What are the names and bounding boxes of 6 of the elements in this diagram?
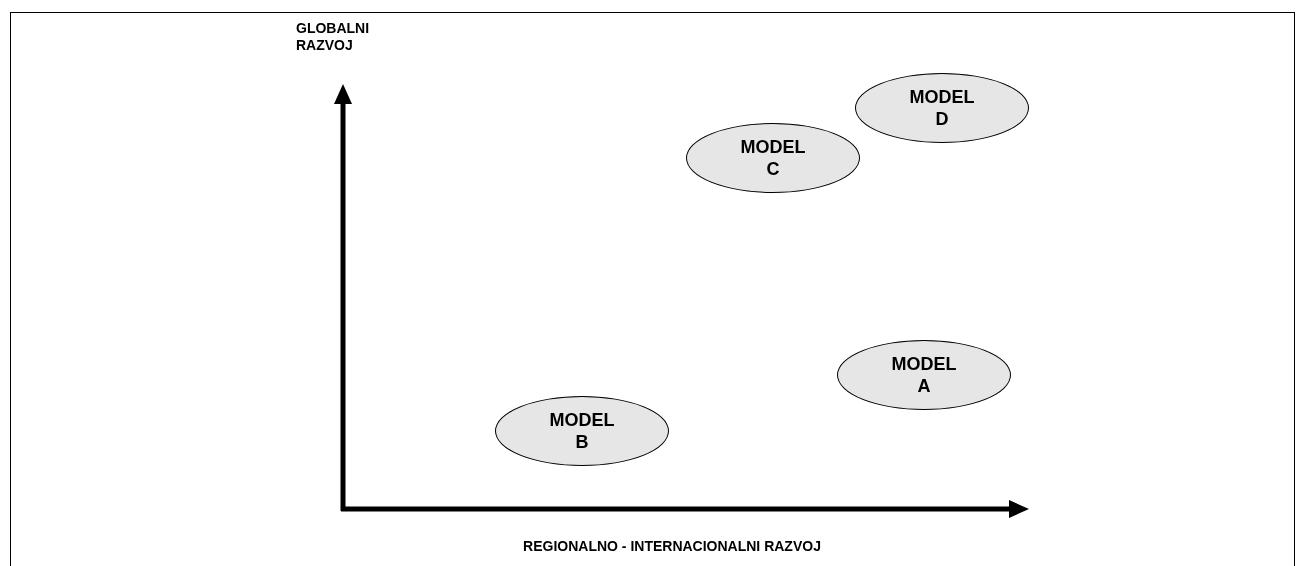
model-label: MODEL A — [890, 353, 958, 397]
model-label: MODEL D — [908, 86, 976, 130]
model-label: MODEL B — [548, 409, 616, 453]
model-label: MODEL C — [739, 136, 807, 180]
y-axis-label: GLOBALNI RAZVOJ — [296, 20, 371, 54]
x-axis-label: REGIONALNO - INTERNACIONALNI RAZVOJ — [522, 538, 822, 555]
